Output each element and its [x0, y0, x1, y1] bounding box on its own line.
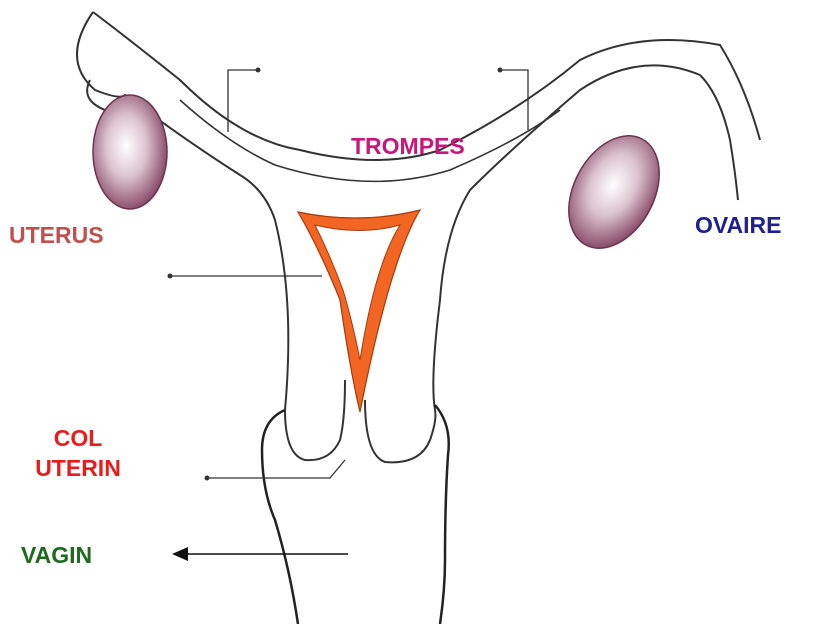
uterus-tubes-outline-right — [433, 65, 700, 410]
uterus-label: UTERUS — [9, 220, 104, 250]
vagina-outline-left — [262, 410, 298, 624]
trompes-leader-right — [500, 70, 528, 130]
col-uterin-label-line1: COL — [18, 423, 138, 453]
cervix-right-lobe — [365, 400, 435, 462]
trompes-leader-right-dot — [498, 68, 503, 73]
vagina-outline-right — [435, 405, 449, 624]
trompes-label: TROMPES — [351, 131, 465, 161]
vagin-label: VAGIN — [21, 540, 92, 570]
col-leader-dot — [205, 476, 210, 481]
col-uterin-label-line2: UTERIN — [18, 453, 138, 483]
ovaire-label: OVAIRE — [695, 210, 781, 240]
uterus-leader-dot — [168, 274, 173, 279]
left-ovary — [93, 95, 167, 209]
right-tube-tip — [700, 75, 738, 200]
right-ovary — [551, 120, 678, 264]
col-uterin-label: COL UTERIN — [18, 423, 138, 483]
vagin-arrow-head — [172, 547, 188, 561]
cervix-left-lobe — [285, 380, 345, 460]
col-leader — [205, 460, 345, 478]
trompes-leader-left-dot — [256, 68, 261, 73]
